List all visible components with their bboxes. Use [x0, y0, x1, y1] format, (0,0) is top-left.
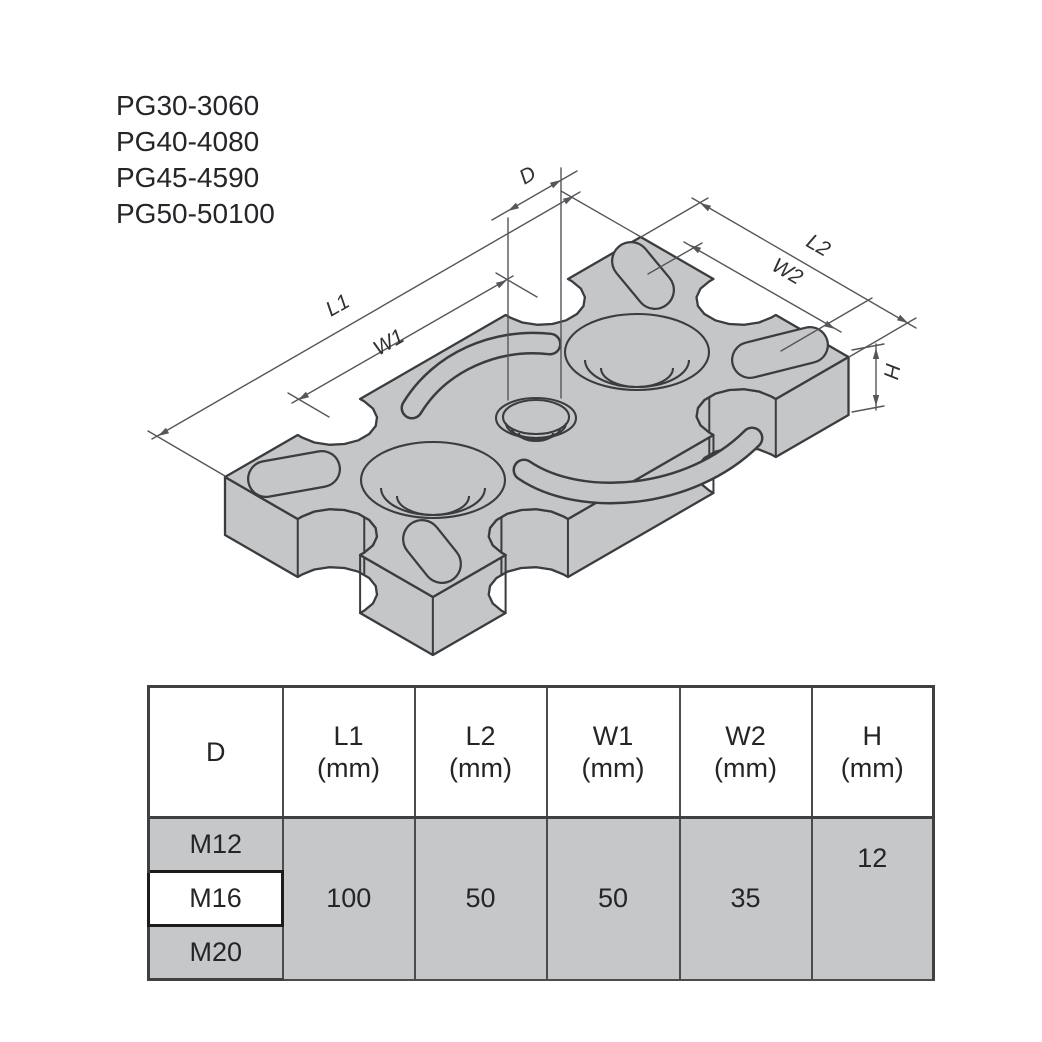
value-l1: 100 [281, 816, 416, 981]
value-w2: 35 [678, 816, 813, 981]
product-code: PG40-4080 [116, 126, 260, 157]
dimension-arrow [872, 395, 880, 406]
product-code: PG45-4590 [116, 162, 260, 193]
value-h: 12 [810, 816, 935, 981]
dimension-line [491, 170, 578, 221]
thread-size-m20: M20 [147, 924, 284, 981]
counterbore-arc [395, 495, 471, 517]
dimension-line [848, 317, 917, 358]
header-label: L2 [465, 721, 496, 751]
value-w1: 50 [545, 816, 681, 981]
dimension-arrow [549, 180, 561, 189]
counterbore-arc [517, 432, 555, 443]
dimension-line [691, 197, 917, 329]
table-row: M16 [147, 870, 934, 927]
header-cell-d: D [147, 685, 284, 819]
threaded-hole-inner [501, 398, 571, 436]
dimension-arrow [700, 203, 712, 212]
counterbore-arc [599, 367, 675, 389]
dimension-arrow [896, 314, 908, 323]
counterbore-arc [504, 422, 568, 440]
counterbore-hole [359, 440, 507, 520]
dim-label-d: D [515, 162, 540, 190]
table-row: M12 100 50 50 35 12 [147, 816, 935, 981]
header-unit: (mm) [449, 753, 512, 783]
header-unit: (mm) [840, 753, 904, 783]
dimension-line [495, 272, 538, 298]
header-cell-l1: L1 (mm) [281, 685, 416, 819]
header-cell-h: H (mm) [810, 685, 935, 819]
header-unit: (mm) [317, 753, 380, 783]
dimension-arrow [872, 348, 880, 359]
dim-label-l1: L1 [322, 290, 354, 322]
value-l2: 50 [413, 816, 548, 981]
value-h-text: 12 [857, 843, 888, 873]
header-cell-w2: W2 (mm) [678, 685, 813, 819]
dimension-line [151, 191, 581, 440]
dimension-arrow [158, 427, 170, 436]
header-label: W1 [592, 721, 634, 751]
dim-label-h: H [879, 362, 904, 382]
spec-table: D L1 (mm) L2 (mm) W1 (mm) W2 (mm) H (mm) [147, 685, 935, 981]
header-cell-w1: W1 (mm) [545, 685, 681, 819]
product-code-list: PG30-3060 PG40-4080 PG45-4590 PG50-50100 [116, 88, 275, 232]
thread-size-m12: M12 [147, 816, 284, 873]
dimension-arrow [495, 280, 507, 289]
corner-slot [249, 452, 339, 496]
dimension-line [851, 405, 885, 413]
spec-table-header-row: D L1 (mm) L2 (mm) W1 (mm) W2 (mm) H (mm) [147, 685, 935, 819]
header-label: L1 [333, 721, 364, 751]
header-unit: (mm) [581, 753, 645, 783]
dim-label-w2: W2 [768, 254, 807, 290]
product-code: PG50-50100 [116, 198, 275, 229]
dimension-line [291, 275, 514, 404]
dimension-line [287, 392, 330, 418]
header-cell-l2: L2 (mm) [413, 685, 548, 819]
dimension-arrow [562, 196, 574, 205]
dimension-line [851, 343, 885, 351]
dimension-line [640, 197, 709, 238]
header-label: D [206, 737, 226, 767]
corner-slot [733, 328, 827, 377]
isometric-plate-drawing: D L1 W1 L2 W2 H [147, 162, 917, 657]
arc-slot [403, 334, 559, 417]
dimension-arrow [690, 245, 702, 254]
dim-label-l2: L2 [802, 230, 834, 262]
dimension-arrow [508, 202, 520, 211]
dimension-line [147, 430, 226, 477]
dimension-line [683, 241, 842, 333]
corner-slot [404, 521, 460, 582]
table-row: M20 [147, 924, 934, 981]
dimension-arrow [823, 320, 835, 329]
header-unit: (mm) [714, 753, 777, 783]
counterbore-hole [563, 312, 711, 392]
product-code: PG30-3060 [116, 90, 260, 121]
header-label: W2 [725, 721, 766, 751]
dimension-line [647, 242, 703, 275]
corner-slot [613, 243, 673, 308]
dimension-line [560, 190, 642, 238]
dimension-arrow [298, 391, 310, 400]
header-label: H [862, 721, 883, 751]
arc-slot [515, 429, 761, 502]
thread-size-m16: M16 [147, 870, 284, 927]
